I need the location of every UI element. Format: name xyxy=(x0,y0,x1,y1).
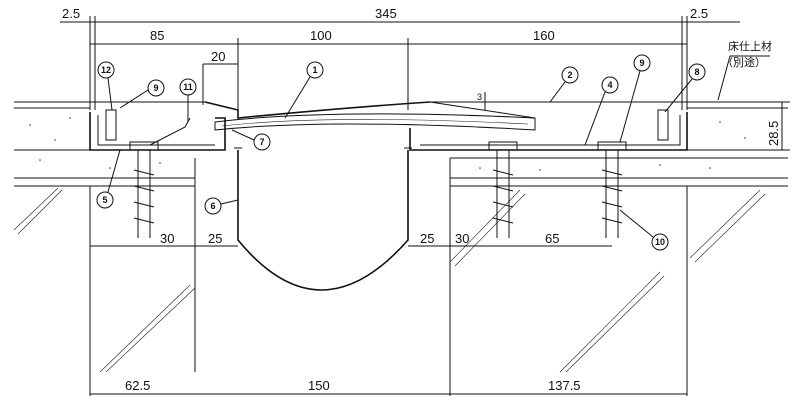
callout-6: 6 xyxy=(204,197,239,215)
dim-step-3: 3 xyxy=(477,92,482,102)
svg-text:12: 12 xyxy=(101,65,111,75)
svg-text:1: 1 xyxy=(312,65,317,75)
dim-bot-right-65: 65 xyxy=(545,231,559,246)
svg-text:8: 8 xyxy=(694,67,699,77)
dim-top-right-gap: 2.5 xyxy=(690,6,708,21)
svg-text:9: 9 xyxy=(639,58,644,68)
svg-text:7: 7 xyxy=(259,137,264,147)
lower-dimensions: 30 25 25 30 65 xyxy=(90,231,612,247)
callout-10: 10 xyxy=(619,209,669,251)
callout-1: 1 xyxy=(284,61,324,119)
base-dimensions: 62.5 150 137.5 xyxy=(90,378,687,395)
dim-bot-left-25: 25 xyxy=(208,231,222,246)
callout-9-left: 9 xyxy=(119,79,165,109)
callout-2: 2 xyxy=(549,66,579,103)
dim-top-left-gap: 2.5 xyxy=(62,6,80,21)
dim-height-28-5: 28.5 xyxy=(766,121,781,146)
callout-5: 5 xyxy=(96,149,121,209)
floor-finish-note: 床仕上材 （別途） xyxy=(717,39,772,101)
dim-left-cover: 85 xyxy=(150,28,164,43)
anchor-bolts xyxy=(129,141,627,238)
dim-top-total: 345 xyxy=(375,6,397,21)
dim-right-cover: 160 xyxy=(533,28,555,43)
svg-text:9: 9 xyxy=(153,83,158,93)
callouts: 1 2 4 5 6 7 8 9 9 10 11 12 xyxy=(96,54,706,251)
callout-11: 11 xyxy=(179,78,197,122)
svg-text:2: 2 xyxy=(567,70,572,80)
callout-7: 7 xyxy=(231,129,271,151)
svg-text:4: 4 xyxy=(607,80,612,90)
rubber-seal xyxy=(234,147,412,291)
dim-bot-left-30: 30 xyxy=(160,231,174,246)
dim-base-center: 150 xyxy=(308,378,330,393)
side-dimension: 28.5 3 xyxy=(477,92,790,151)
dim-bot-right-30: 30 xyxy=(455,231,469,246)
svg-text:6: 6 xyxy=(210,201,215,211)
right-frame xyxy=(409,109,688,151)
cover-plate xyxy=(204,101,536,131)
left-frame xyxy=(89,109,226,151)
callout-9-right: 9 xyxy=(619,54,651,143)
callout-12: 12 xyxy=(97,61,115,111)
dim-base-left: 62.5 xyxy=(125,378,150,393)
dim-center-cover: 100 xyxy=(310,28,332,43)
dim-base-right: 137.5 xyxy=(548,378,581,393)
svg-text:5: 5 xyxy=(102,195,107,205)
svg-text:10: 10 xyxy=(655,237,665,247)
top-dimensions: 2.5 345 2.5 85 100 160 20 xyxy=(60,6,740,110)
svg-text:11: 11 xyxy=(183,82,193,92)
note-line-2: （別途） xyxy=(722,55,766,69)
floor-slabs xyxy=(13,101,788,396)
callout-4: 4 xyxy=(584,76,619,146)
dim-bot-right-25: 25 xyxy=(420,231,434,246)
note-line-1: 床仕上材 xyxy=(728,39,772,53)
dim-offset-20: 20 xyxy=(211,49,225,64)
callout-8: 8 xyxy=(664,63,706,113)
